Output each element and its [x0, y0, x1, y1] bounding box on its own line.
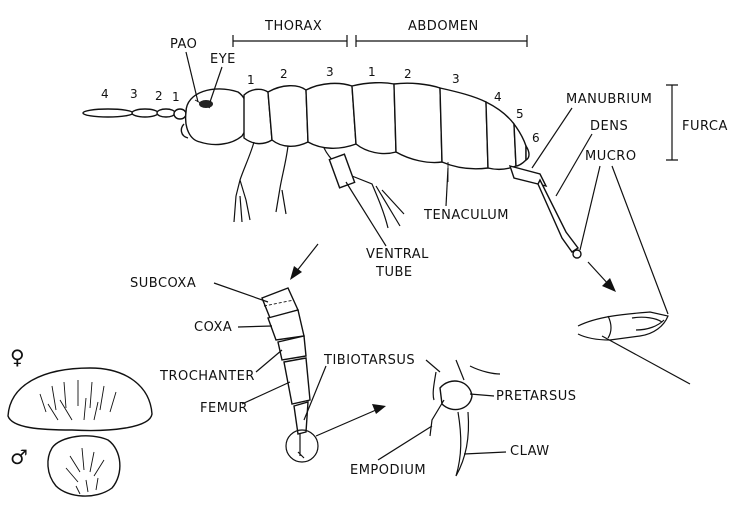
- thorax-label: THORAX: [264, 19, 322, 34]
- abdomen-label: ABDOMEN: [408, 19, 479, 34]
- antenna-segment-4: 4: [101, 87, 109, 101]
- pao-label: PAO: [170, 37, 197, 52]
- tibiotarsus-foot-leader: [426, 360, 440, 372]
- pretarsus-label: PRETARSUS: [496, 389, 576, 404]
- ventral-tube-label-line2: TUBE: [375, 265, 413, 280]
- arrow-to-leg: [290, 244, 318, 280]
- pretarsus-leader: [470, 394, 494, 396]
- abdomen-segment-5: 5: [516, 107, 524, 121]
- thorax-segment-3: 3: [326, 65, 334, 79]
- pao-leader: [186, 52, 198, 102]
- female-symbol: ♀: [10, 345, 25, 369]
- coxa-leader: [238, 326, 272, 327]
- thorax: [244, 83, 356, 148]
- dens-label: DENS: [590, 119, 628, 134]
- femur-label: FEMUR: [200, 401, 248, 416]
- antenna-segment-1: 1: [172, 90, 180, 104]
- subcoxa-leader: [214, 283, 268, 302]
- abdomen-segment-3: 3: [452, 72, 460, 86]
- antenna: [83, 109, 186, 119]
- arrow-to-mucro: [588, 262, 616, 292]
- subcoxa-label: SUBCOXA: [130, 276, 196, 291]
- furca-bracket: [666, 85, 678, 160]
- antenna-segment-3: 3: [130, 87, 138, 101]
- mucro-leaders: [580, 166, 668, 314]
- abdomen-segment-1: 1: [368, 65, 376, 79]
- eye-label: EYE: [210, 52, 236, 67]
- foot-detail: [430, 360, 500, 476]
- ventral-tube-label-line1: VENTRAL: [366, 247, 429, 262]
- manubrium-label: MANUBRIUM: [566, 92, 652, 107]
- tenaculum-label: TENACULUM: [423, 208, 509, 223]
- detached-leg: [262, 288, 318, 462]
- coxa-label: COXA: [194, 320, 232, 335]
- male-plate: [48, 436, 120, 496]
- empodium-label: EMPODIUM: [350, 463, 426, 478]
- male-symbol: ♂: [10, 445, 28, 469]
- abdomen: [352, 83, 529, 170]
- claw-leader: [464, 452, 506, 454]
- arrow-to-foot: [316, 404, 386, 436]
- tibiotarsus-label: TIBIOTARSUS: [323, 353, 415, 368]
- mucro-detail: [578, 312, 690, 384]
- habitus-legs: [234, 142, 404, 228]
- thorax-segment-1: 1: [247, 73, 255, 87]
- furca-label: FURCA: [682, 119, 728, 134]
- mucro-label: MUCRO: [585, 149, 637, 164]
- head: [181, 89, 248, 145]
- trochanter-leader: [256, 350, 282, 372]
- abdomen-segment-6: 6: [532, 131, 540, 145]
- thorax-bracket: [233, 35, 347, 47]
- femur-leader: [242, 382, 290, 404]
- antenna-segment-2: 2: [155, 89, 163, 103]
- dens-leader: [556, 134, 592, 196]
- empodium-leader: [378, 426, 432, 460]
- female-plate: [8, 368, 152, 430]
- thorax-segment-2: 2: [280, 67, 288, 81]
- abdomen-segment-2: 2: [404, 67, 412, 81]
- ventral-tube-shape: [329, 154, 354, 188]
- abdomen-bracket: [356, 35, 527, 47]
- claw-label: CLAW: [510, 444, 550, 459]
- abdomen-segment-4: 4: [494, 90, 502, 104]
- trochanter-label: TROCHANTER: [159, 369, 255, 384]
- tenaculum-leader: [446, 168, 448, 206]
